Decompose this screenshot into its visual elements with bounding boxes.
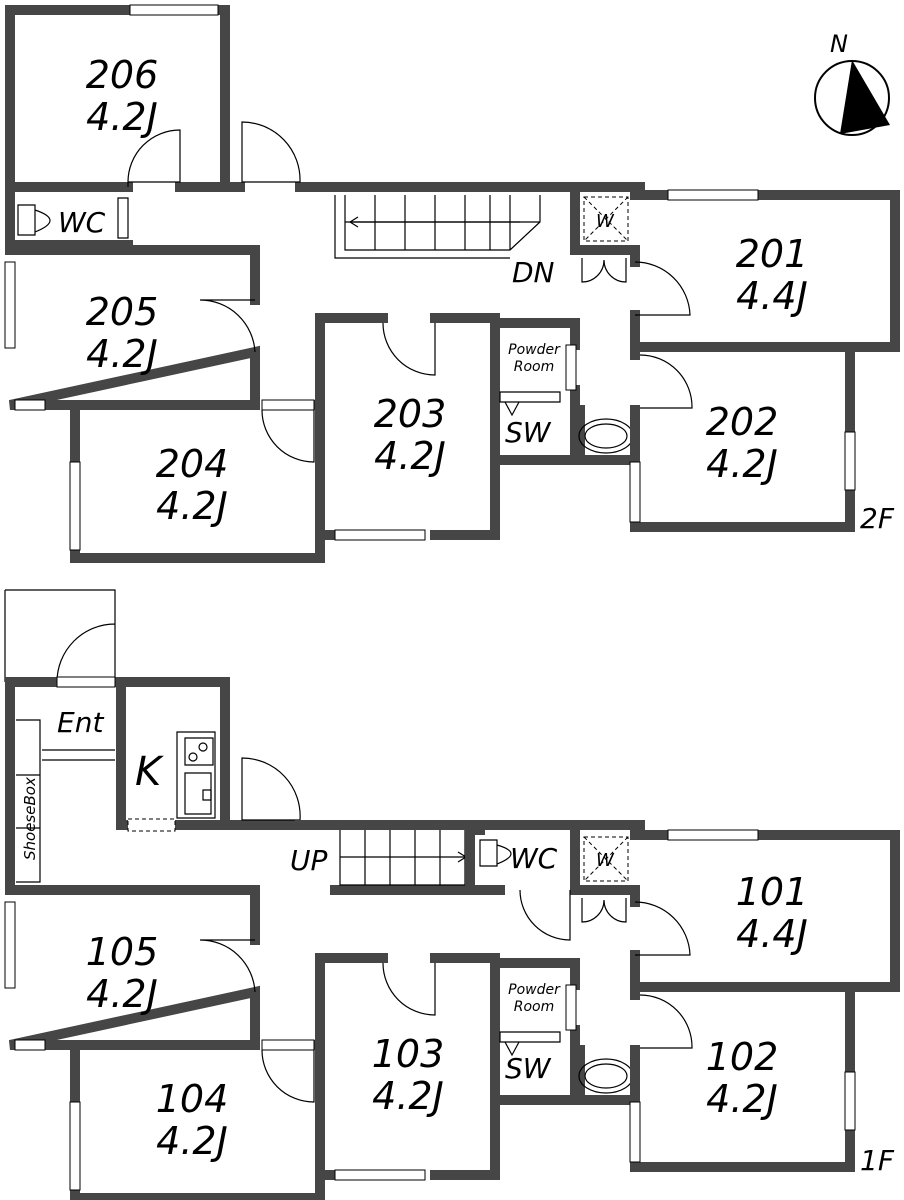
floor-2f <box>5 4 895 558</box>
shower-label-1f: SW <box>505 1052 552 1085</box>
floor-1f-label: 1F <box>860 1144 895 1177</box>
washer-label: W <box>596 211 615 232</box>
shoebox-label: ShoeseBox <box>21 777 39 860</box>
stairs-down-label: DN <box>512 256 555 289</box>
room-205-size: 4.2J <box>86 332 158 376</box>
wc-label: WC <box>58 206 106 239</box>
room-105-size: 4.2J <box>86 972 158 1016</box>
room-104-number: 104 <box>156 1077 229 1121</box>
room-203-size: 4.2J <box>374 434 446 478</box>
floor-2f-label: 2F <box>860 502 895 535</box>
room-204-number: 204 <box>156 442 229 486</box>
labels-1f: 105 4.2J 104 4.2J 103 4.2J 102 4.2J 101 … <box>21 706 895 1177</box>
stairs-up-label: UP <box>290 844 327 877</box>
room-103-number: 103 <box>372 1032 445 1076</box>
room-206-size: 4.2J <box>86 95 158 139</box>
room-203-number: 203 <box>374 392 447 436</box>
room-101-number: 101 <box>736 870 809 914</box>
powder-room-label-2: Room <box>514 359 555 375</box>
room-202-size: 4.2J <box>706 442 778 486</box>
room-101-size: 4.4J <box>736 912 808 956</box>
compass-label: N <box>830 30 848 58</box>
washer-label-1f: W <box>596 850 615 871</box>
room-202-number: 202 <box>706 400 779 444</box>
room-102-number: 102 <box>706 1035 779 1079</box>
room-201-size: 4.4J <box>736 274 808 318</box>
room-201-number: 201 <box>736 232 809 276</box>
room-105-number: 105 <box>86 930 159 974</box>
shower-label: SW <box>505 416 552 449</box>
room-204-size: 4.2J <box>156 484 228 528</box>
floor-1f <box>5 589 895 1198</box>
room-205-number: 205 <box>86 290 159 334</box>
labels-2f: 206 4.2J 205 4.2J 204 4.2J 203 4.2J 202 … <box>58 53 895 535</box>
room-103-size: 4.2J <box>372 1074 444 1118</box>
room-104-size: 4.2J <box>156 1119 228 1163</box>
powder-room-label: Powder <box>508 342 561 358</box>
kitchen-label: K <box>135 749 164 795</box>
room-206-number: 206 <box>86 53 159 97</box>
entrance-label: Ent <box>57 706 104 739</box>
wc-label-1f: WC <box>510 842 558 875</box>
room-102-size: 4.2J <box>706 1077 778 1121</box>
north-compass: N <box>814 30 890 136</box>
powder-room-label-1f: Powder <box>508 982 561 998</box>
powder-room-label-1f-2: Room <box>514 999 555 1015</box>
